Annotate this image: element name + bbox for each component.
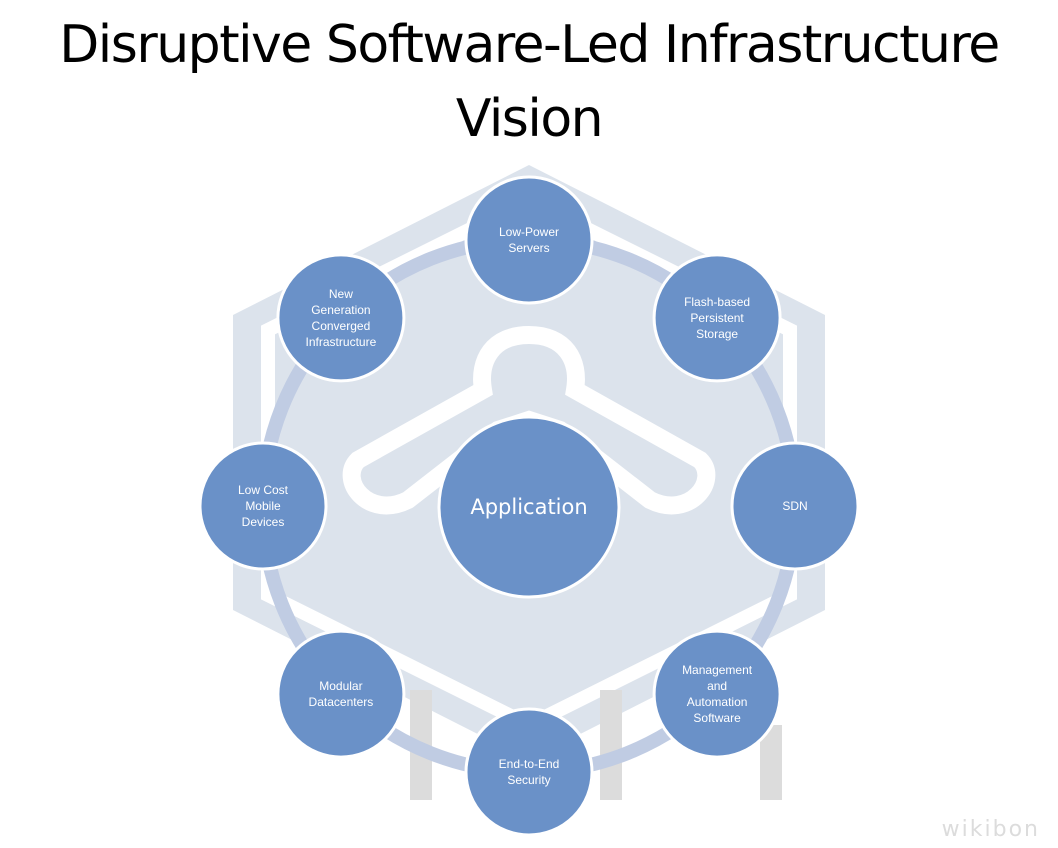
node-label-line: Low-Power xyxy=(499,225,559,239)
cycle-node-sdn[interactable]: SDN xyxy=(730,441,860,571)
node-label-line: Low Cost xyxy=(238,483,289,497)
node-label-line: Mobile xyxy=(245,499,281,513)
node-label-line: Security xyxy=(507,773,550,787)
node-label-line: Automation xyxy=(687,695,748,709)
node-circle xyxy=(652,253,782,383)
node-label-line: Devices xyxy=(242,515,285,529)
node-label-line: Modular xyxy=(319,679,362,693)
title-line-1: Disruptive Software-Led Infrastructure xyxy=(59,15,1000,75)
node-circle xyxy=(464,175,594,305)
node-circle xyxy=(276,253,406,383)
node-circle xyxy=(276,629,406,759)
node-label-line: End-to-End xyxy=(499,757,560,771)
node-circle xyxy=(198,441,328,571)
node-label-line: Persistent xyxy=(690,311,744,325)
node-label-line: SDN xyxy=(782,499,807,513)
center-node[interactable]: Application xyxy=(437,415,621,599)
node-circle xyxy=(730,441,860,571)
node-label-line: Infrastructure xyxy=(306,335,377,349)
node-label-line: Converged xyxy=(312,319,371,333)
node-label-line: Software xyxy=(693,711,741,725)
node-label-line: Generation xyxy=(311,303,370,317)
center-label: Application xyxy=(470,495,587,519)
node-label-line: Storage xyxy=(696,327,738,341)
node-label-line: Servers xyxy=(508,241,549,255)
title-line-2: Vision xyxy=(455,89,604,149)
node-label-line: and xyxy=(707,679,727,693)
node-label-line: Management xyxy=(682,663,753,677)
node-circle xyxy=(464,707,594,837)
node-label-line: Flash-based xyxy=(684,295,750,309)
node-label-line: New xyxy=(329,287,353,301)
center-circle xyxy=(437,415,621,599)
node-circle xyxy=(652,629,782,759)
watermark-text: wikibon xyxy=(942,817,1040,842)
page-title: Disruptive Software-Led Infrastructure V… xyxy=(0,8,1058,156)
node-label-line: Datacenters xyxy=(309,695,374,709)
